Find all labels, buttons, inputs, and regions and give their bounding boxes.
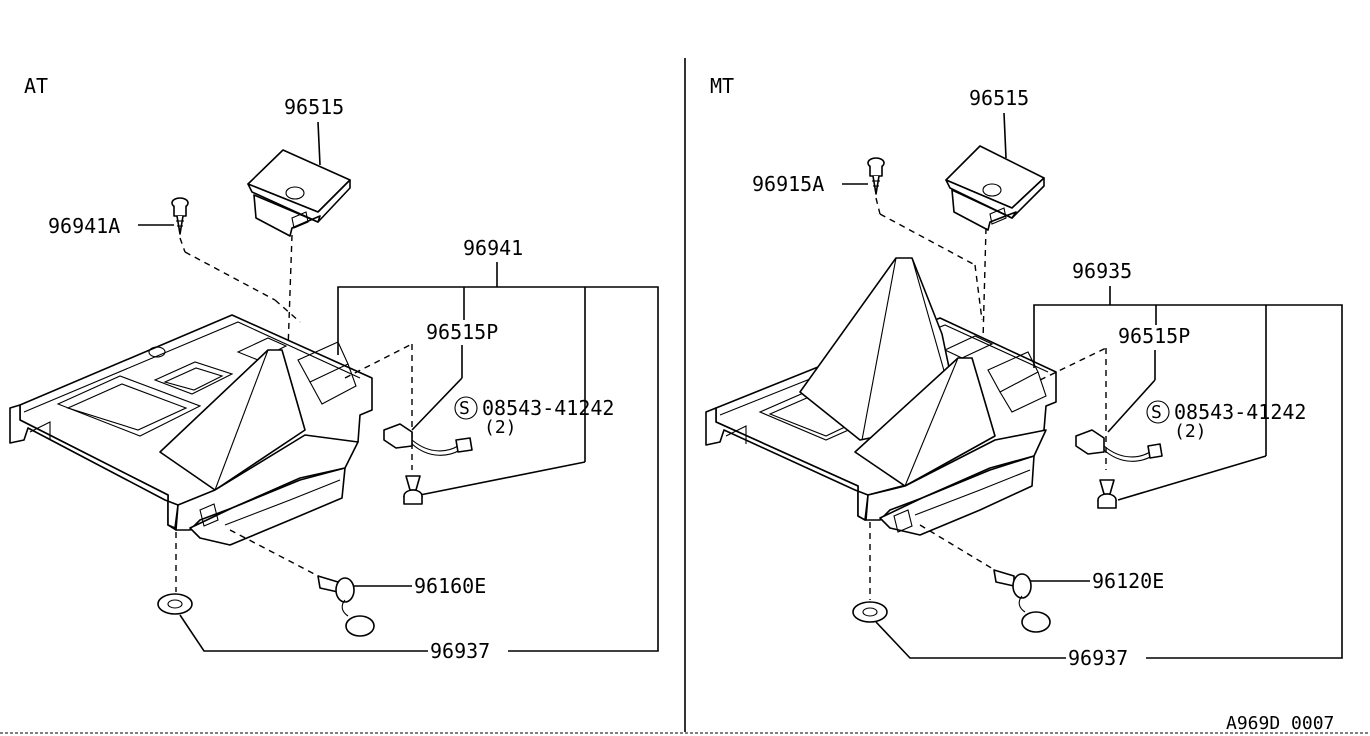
left-assembly-label: 96941 [463,236,523,260]
left-screw-top-label: 96941A [48,214,120,238]
left-panel: AT 96515 96941A [9,74,659,663]
left-grommet-icon [157,593,193,615]
left-small-screw-icon [403,475,423,505]
left-plug-label: 96515P [426,320,498,344]
right-cap-label: 96515 [969,86,1029,110]
right-screw-top-label: 96915A [752,172,824,196]
right-cap-part [945,145,1045,231]
left-screw-qty-label: (2) [484,417,517,438]
right-grommet-label: 96937 [1068,646,1128,670]
left-clip-icon [317,575,375,637]
right-plug-connector-icon [1075,429,1163,462]
left-cap-part [247,149,351,237]
right-panel-title: MT [710,74,734,98]
left-screw-spec: S 08543-41242 (2) [454,396,614,438]
figure-code: A969D 0007 [1226,713,1334,734]
right-screw-spec-label: 08543-41242 [1174,400,1306,424]
svg-text:S: S [1151,402,1162,423]
right-grommet-icon [852,601,888,623]
right-screw-spec: S 08543-41242 (2) [1146,400,1306,442]
left-plug-connector-icon [383,423,473,456]
left-top-screw-icon [171,197,189,235]
left-console-part [9,314,373,546]
left-grommet-label: 96937 [430,639,490,663]
left-cap-label: 96515 [284,95,344,119]
right-assembly-label: 96935 [1072,259,1132,283]
right-clip-label: 96120E [1092,569,1164,593]
left-clip-label: 96160E [414,574,486,598]
right-plug-label: 96515P [1118,324,1190,348]
left-panel-title: AT [24,74,48,98]
right-panel: MT 96515 96915A [705,74,1343,670]
right-console-part [705,257,1057,536]
right-top-screw-icon [867,157,885,195]
right-screw-qty-label: (2) [1174,421,1207,442]
right-clip-icon [993,569,1051,633]
svg-text:S: S [459,398,470,419]
right-small-screw-icon [1097,479,1117,509]
left-screw-spec-label: 08543-41242 [482,396,614,420]
